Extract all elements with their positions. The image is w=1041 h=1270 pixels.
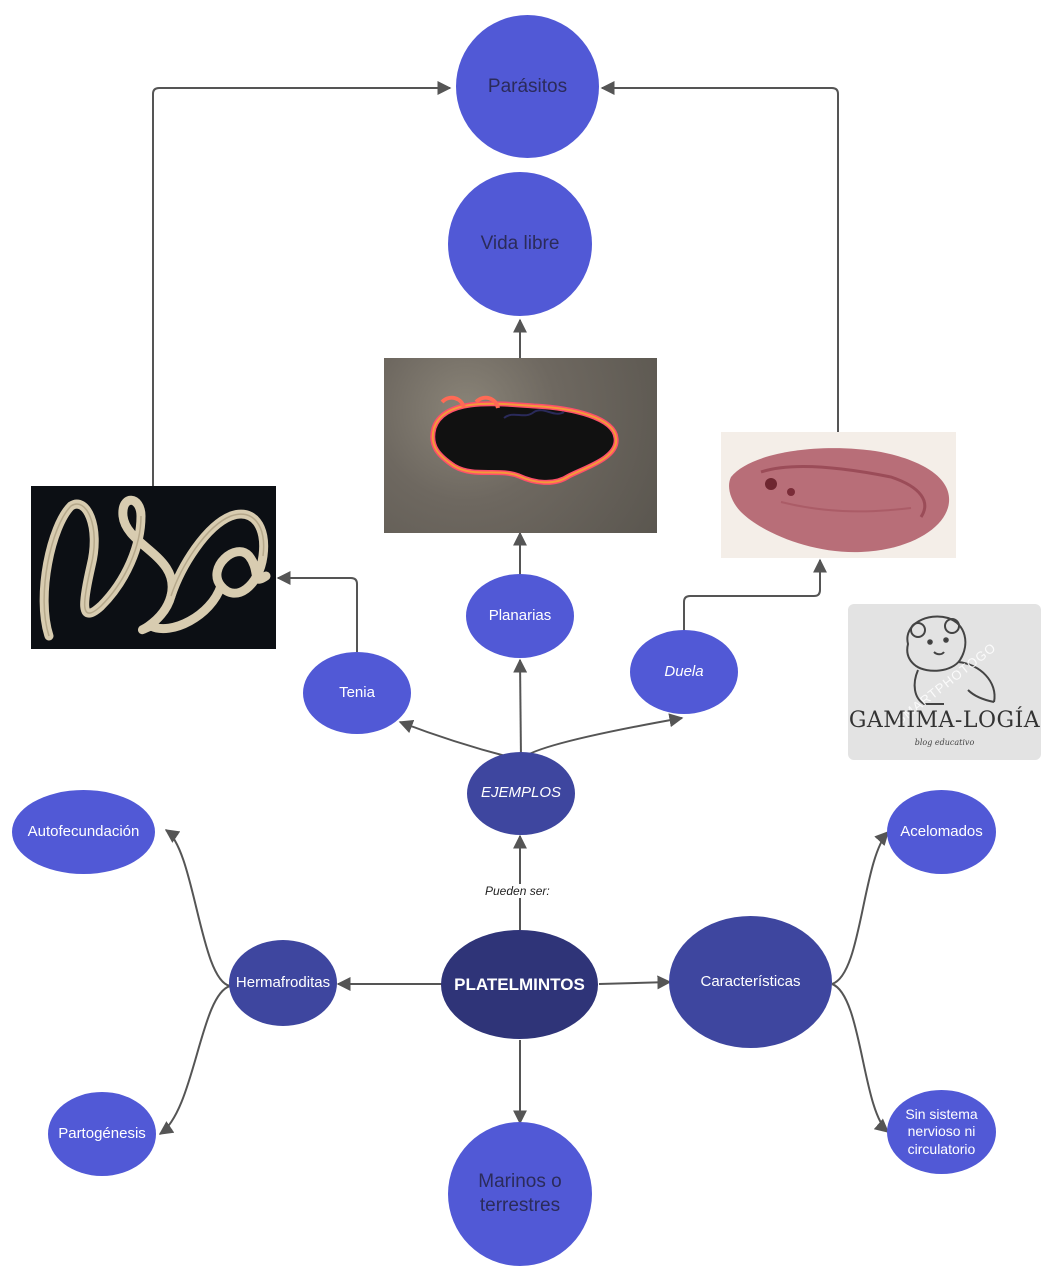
edge-ejemplos-to-planarias [520, 660, 521, 760]
node-acelomados-label: Acelomados [900, 823, 983, 842]
node-parasitos-label: Parásitos [488, 75, 567, 99]
fluke-photo [721, 432, 956, 558]
edge-hermafroditas-to-partogenesis [160, 986, 230, 1134]
node-marinos: Marinos o terrestres [448, 1122, 592, 1266]
node-tenia-label: Tenia [339, 684, 375, 703]
flatworm-drawing [384, 358, 657, 533]
node-partogenesis: Partogénesis [48, 1092, 156, 1176]
node-hermafroditas-label: Hermafroditas [236, 974, 330, 993]
fluke-drawing [721, 432, 956, 558]
node-duela: Duela [630, 630, 738, 714]
node-partogenesis-label: Partogénesis [58, 1125, 146, 1144]
edge-duela-to-photo [684, 560, 820, 642]
edge-caracteristicas-to-acelomados [832, 832, 888, 984]
node-ejemplos: EJEMPLOS [467, 752, 575, 835]
node-platelmintos: PLATELMINTOS [441, 930, 598, 1039]
node-vida-libre-label: Vida libre [481, 232, 560, 256]
tapeworm-drawing [31, 486, 276, 649]
polar-bear-icon [848, 604, 1041, 714]
edge-tenia-to-photo [278, 578, 357, 652]
node-caracteristicas: Características [669, 916, 832, 1048]
flatworm-photo [384, 358, 657, 533]
node-parasitos: Parásitos [456, 15, 599, 158]
edge-caracteristicas-to-sin-sistema [832, 984, 888, 1132]
node-marinos-line-2: terrestres [478, 1194, 561, 1218]
node-planarias: Planarias [466, 574, 574, 658]
logo-title: GAMIMA-LOGÍA [848, 708, 1041, 733]
node-sin-sistema-line-1: Sin sistema [905, 1106, 977, 1124]
node-acelomados: Acelomados [887, 790, 996, 874]
tapeworm-photo [31, 486, 276, 649]
node-vida-libre: Vida libre [448, 172, 592, 316]
edge-root-to-caracteristicas [599, 982, 670, 984]
edge-label-pueden-ser: Pueden ser: [483, 884, 552, 898]
edge-hermafroditas-to-autofecundacion [166, 830, 230, 986]
edge-ejemplos-to-duela [521, 718, 682, 760]
node-duela-label: Duela [664, 663, 703, 682]
node-sin-sistema-line-3: circulatorio [905, 1141, 977, 1159]
node-platelmintos-label: PLATELMINTOS [454, 974, 585, 995]
gamima-logia-logo: SMARTPHOTOGO GAMIMA-LOGÍA blog educativo [848, 604, 1041, 760]
node-sin-sistema: Sin sistema nervioso ni circulatorio [887, 1090, 996, 1174]
logo-subtitle: blog educativo [848, 738, 1041, 747]
node-caracteristicas-label: Características [700, 973, 800, 992]
node-marinos-line-1: Marinos o [478, 1170, 561, 1194]
node-tenia: Tenia [303, 652, 411, 734]
node-autofecundacion: Autofecundación [12, 790, 155, 874]
node-sin-sistema-line-2: nervioso ni [905, 1123, 977, 1141]
node-autofecundacion-label: Autofecundación [28, 823, 140, 842]
node-planarias-label: Planarias [489, 607, 552, 626]
node-hermafroditas: Hermafroditas [229, 940, 337, 1026]
node-ejemplos-label: EJEMPLOS [481, 784, 561, 803]
